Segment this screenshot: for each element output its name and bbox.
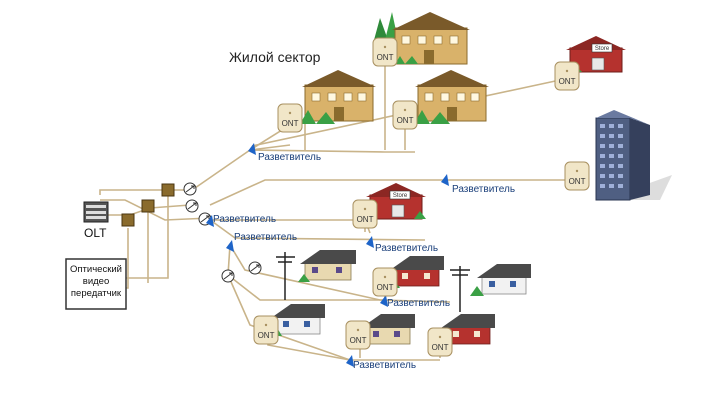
residential-sector-title: Жилой сектор bbox=[229, 49, 321, 65]
olt-device: OLT bbox=[83, 201, 109, 240]
house-small bbox=[298, 250, 356, 282]
svg-text:ONT: ONT bbox=[377, 283, 394, 292]
video-transmitter: Оптический видео передатчик bbox=[65, 258, 127, 310]
splitter-label: Разветвитель bbox=[234, 232, 297, 243]
couplers bbox=[121, 183, 175, 227]
wdm-couplers bbox=[183, 182, 262, 283]
splitter-label: Разветвитель bbox=[258, 152, 321, 163]
svg-text:ONT: ONT bbox=[377, 53, 394, 62]
ont-devices: ONT ONT ONT ONT ONT ONT bbox=[253, 37, 590, 357]
splitter-icon bbox=[366, 236, 374, 248]
ont-device-icon: ONT bbox=[352, 199, 378, 229]
splitter-label: Разветвитель bbox=[452, 184, 515, 195]
wdm-coupler-icon bbox=[221, 269, 235, 283]
ont-device-icon: ONT bbox=[277, 103, 303, 133]
splitters bbox=[206, 143, 449, 367]
splitter-icon bbox=[248, 143, 256, 155]
splitter-icon bbox=[226, 240, 234, 252]
wdm-coupler-icon bbox=[185, 199, 199, 213]
transmitter-label-line: видео bbox=[83, 276, 109, 287]
splitter-label: Разветвитель bbox=[387, 298, 450, 309]
transmitter-label-line: Оптический bbox=[70, 264, 122, 275]
house-small bbox=[470, 264, 531, 296]
svg-text:ONT: ONT bbox=[350, 336, 367, 345]
house-large bbox=[374, 12, 470, 65]
splitter-label: Разветвитель bbox=[353, 360, 416, 371]
svg-text:ONT: ONT bbox=[569, 177, 586, 186]
ont-device-icon: ONT bbox=[253, 315, 279, 345]
ont-device-icon: ONT bbox=[554, 61, 580, 91]
ont-device-icon: ONT bbox=[345, 320, 371, 350]
house-small bbox=[361, 314, 415, 345]
ont-device-icon: ONT bbox=[372, 37, 398, 67]
house-small bbox=[270, 304, 325, 336]
svg-text:ONT: ONT bbox=[282, 119, 299, 128]
coupler-box bbox=[161, 183, 175, 197]
house-large bbox=[414, 70, 489, 124]
store-sign: Store bbox=[393, 193, 408, 199]
residential-houses bbox=[300, 12, 489, 124]
house-large bbox=[300, 70, 376, 124]
ont-device-icon: ONT bbox=[392, 100, 418, 130]
coupler-box bbox=[121, 213, 135, 227]
ont-device-icon: ONT bbox=[372, 267, 398, 297]
svg-text:ONT: ONT bbox=[432, 343, 449, 352]
splitter-label: Разветвитель bbox=[375, 243, 438, 254]
coupler-box bbox=[141, 199, 155, 213]
wdm-coupler-icon bbox=[183, 182, 197, 196]
wdm-coupler-icon bbox=[248, 261, 262, 275]
fiber-lines bbox=[99, 65, 575, 361]
splitter-icon bbox=[346, 355, 354, 367]
svg-text:ONT: ONT bbox=[559, 77, 576, 86]
svg-text:ONT: ONT bbox=[258, 331, 275, 340]
store-sign: Store bbox=[595, 46, 610, 52]
svg-text:ONT: ONT bbox=[397, 116, 414, 125]
olt-label: OLT bbox=[84, 226, 107, 240]
splitter-icon bbox=[441, 174, 449, 186]
splitter-icon bbox=[206, 215, 214, 227]
splitter-icon bbox=[380, 295, 388, 307]
utility-poles bbox=[276, 252, 470, 312]
splitter-label: Разветвитель bbox=[213, 214, 276, 225]
small-houses bbox=[270, 250, 531, 345]
ont-device-icon: ONT bbox=[564, 161, 590, 191]
transmitter-label-line: передатчик bbox=[71, 288, 122, 299]
house-small bbox=[441, 314, 495, 345]
svg-text:ONT: ONT bbox=[357, 215, 374, 224]
ont-device-icon: ONT bbox=[427, 327, 453, 357]
splitter-labels: Разветвитель Разветвитель Разветвитель Р… bbox=[213, 152, 515, 371]
office-building bbox=[595, 110, 672, 201]
